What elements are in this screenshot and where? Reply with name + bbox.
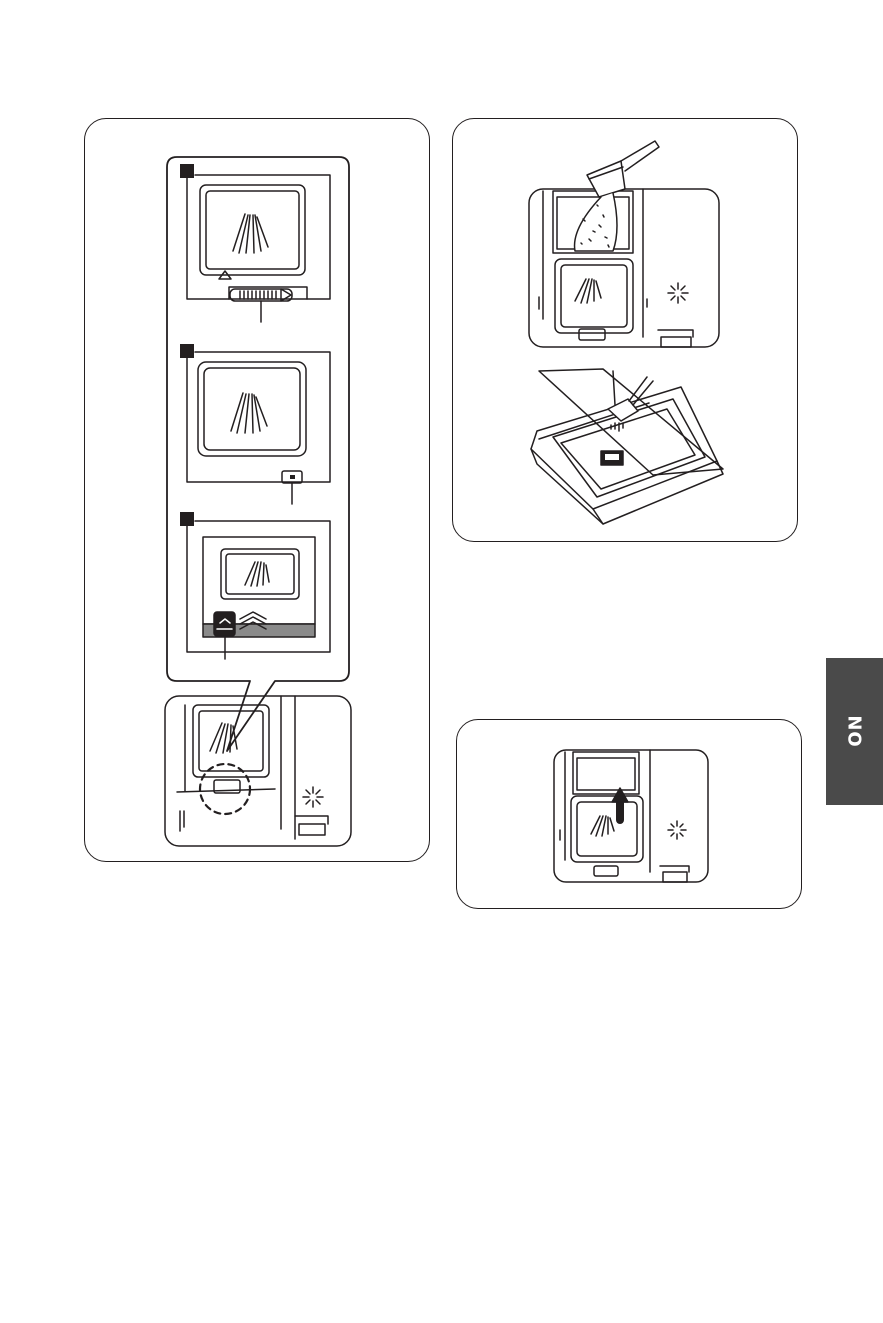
variant-tab [180,512,330,659]
variant-marker-1 [180,164,194,178]
figure-panel-fill-detergent [452,118,798,542]
dispenser-overview [165,696,351,846]
rinse-aid-indicator-icon [668,283,688,303]
detergent-scoop-icon [575,141,659,251]
language-tab-label: NO [844,715,865,747]
close-lid-illustration [457,720,803,910]
lid-variants-illustration [85,119,431,863]
figure-panel-lid-variants [84,118,430,862]
variant-slider [180,164,330,322]
language-tab: NO [826,658,883,805]
callout-bubble [167,157,349,751]
variant-marker-2 [180,344,194,358]
rinse-aid-indicator-icon [303,787,323,807]
figure-panel-close-lid [456,719,802,909]
rinse-aid-indicator-icon [668,821,686,839]
variant-push-button [180,344,330,504]
variant-marker-3 [180,512,194,526]
dispenser-open [529,189,719,347]
door-perspective [531,369,723,524]
fill-detergent-illustration [453,119,799,543]
